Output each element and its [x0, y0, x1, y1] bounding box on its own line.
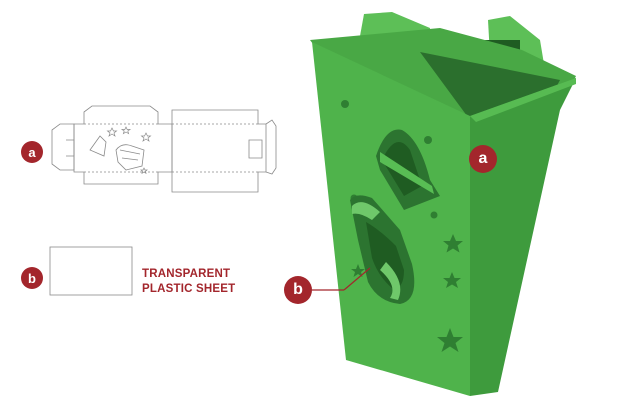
dieline-left-flap	[51, 123, 75, 171]
plastic-sheet-outline	[49, 246, 133, 296]
box-dieline	[51, 105, 277, 193]
box-label-a-badge: a	[469, 145, 497, 173]
label-b-text: b	[28, 270, 36, 286]
star-icon	[140, 167, 148, 175]
box-front-face	[312, 42, 470, 396]
dieline-tuck-slot	[248, 139, 263, 159]
star-icon	[106, 127, 118, 137]
star-icon	[351, 264, 365, 277]
hole-circle	[424, 136, 432, 144]
box-label-b-badge: b	[284, 276, 312, 304]
caption-line-2: PLASTIC SHEET	[142, 282, 236, 295]
label-a-badge: a	[21, 141, 43, 163]
box-label-a-text: a	[478, 150, 488, 167]
hole-circle	[341, 100, 349, 108]
label-a-text: a	[28, 144, 36, 160]
star-icon	[140, 132, 152, 142]
caption-line-1: TRANSPARENT	[142, 268, 231, 280]
box-side-face	[470, 78, 576, 396]
bell-icon	[89, 135, 107, 157]
dieline-back-panel	[171, 109, 267, 193]
plastic-sheet-caption: TRANSPARENT PLASTIC SHEET	[142, 267, 235, 296]
hole-circle	[430, 211, 438, 219]
star-icon	[437, 328, 463, 352]
box-3d	[310, 12, 576, 396]
christmas-stocking-icon	[115, 144, 145, 171]
star-icon	[443, 272, 461, 288]
dieline-right-flap	[265, 119, 277, 175]
star-icon	[120, 126, 132, 135]
star-icon	[443, 234, 463, 253]
dieline-stars	[106, 126, 152, 175]
box-label-b-text: b	[293, 281, 303, 298]
label-b-badge: b	[21, 267, 43, 289]
